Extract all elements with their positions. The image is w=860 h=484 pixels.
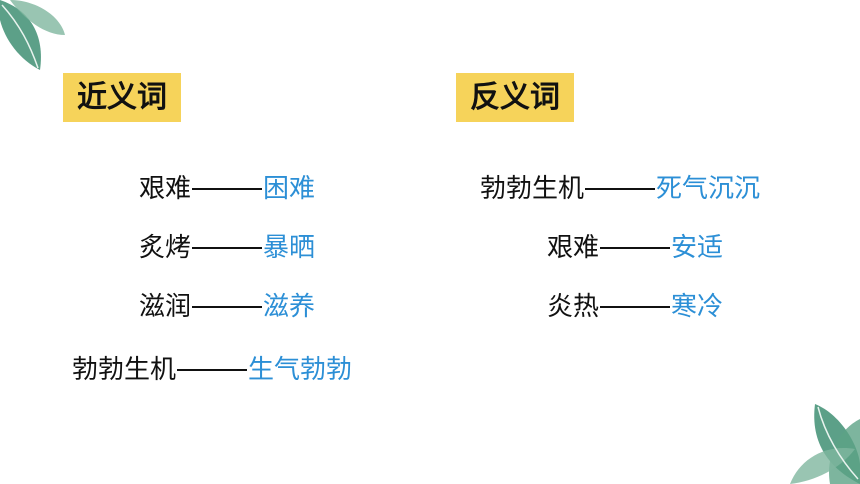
synonym-pair: 滋润 滋养	[139, 289, 315, 325]
synonym-word: 滋润	[139, 292, 192, 322]
synonym-word: 勃勃生机	[72, 355, 177, 385]
connector-dash	[600, 306, 671, 308]
connector-dash	[600, 247, 671, 249]
antonym-word: 炎热	[547, 292, 600, 322]
antonym-pair: 勃勃生机 死气沉沉	[480, 171, 760, 207]
synonym-match: 滋养	[263, 292, 316, 322]
antonym-word: 勃勃生机	[480, 174, 585, 204]
synonym-pair: 艰难 困难	[139, 171, 315, 207]
synonym-match: 暴晒	[263, 233, 316, 263]
antonym-pair: 艰难 安适	[547, 230, 723, 266]
connector-dash	[192, 188, 263, 190]
connector-dash	[177, 369, 248, 371]
connector-dash	[585, 188, 656, 190]
antonym-match: 死气沉沉	[656, 174, 761, 204]
synonym-label: 近义词	[63, 73, 181, 122]
connector-dash	[192, 306, 263, 308]
synonym-pair: 勃勃生机 生气勃勃	[72, 352, 352, 388]
synonym-word: 艰难	[139, 174, 192, 204]
antonym-label: 反义词	[456, 73, 574, 122]
leaf-decoration-icon	[0, 0, 65, 70]
connector-dash	[192, 247, 263, 249]
leaf-decoration-icon	[790, 404, 860, 484]
antonym-match: 安适	[671, 233, 724, 263]
synonym-word: 炙烤	[139, 233, 192, 263]
synonym-match: 困难	[263, 174, 316, 204]
antonym-match: 寒冷	[671, 292, 724, 322]
antonym-word: 艰难	[547, 233, 600, 263]
synonym-match: 生气勃勃	[248, 355, 353, 385]
synonym-pair: 炙烤 暴晒	[139, 230, 315, 266]
antonym-pair: 炎热 寒冷	[547, 289, 723, 325]
